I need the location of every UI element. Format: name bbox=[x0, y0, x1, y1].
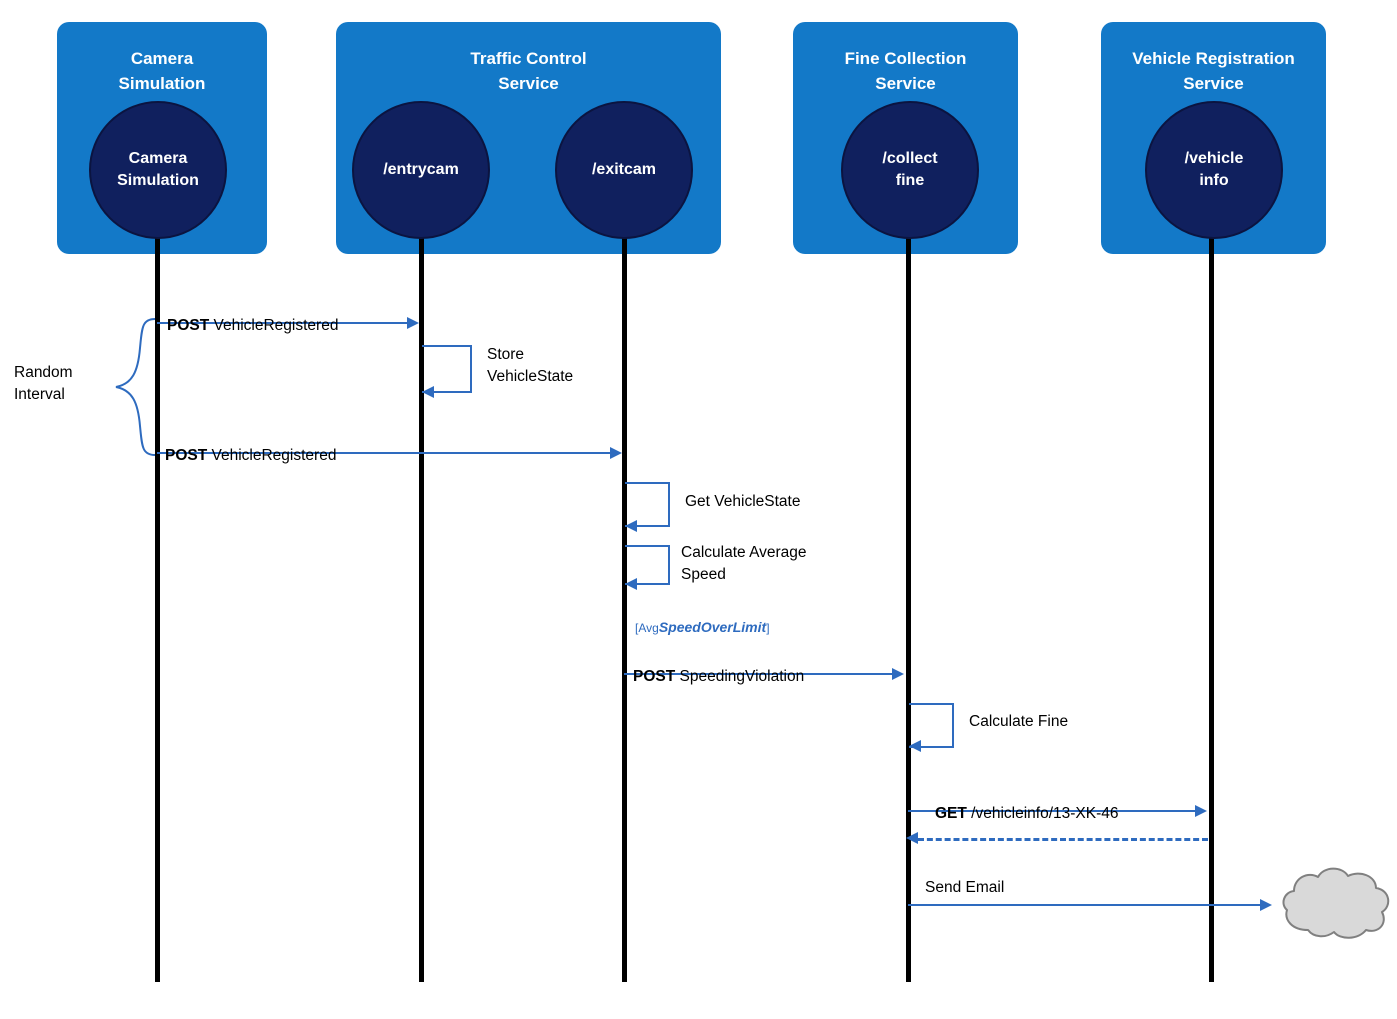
endpoint-label-entrycam: /entrycam bbox=[383, 161, 459, 178]
message-label-calculate-fine: Calculate Fine bbox=[969, 713, 1069, 730]
message-text-post-2: VehicleRegistered bbox=[207, 447, 337, 464]
message-line-get-vehicleinfo bbox=[908, 810, 1203, 812]
endpoint-label-vehicleinfo: /vehicle info bbox=[1184, 150, 1244, 189]
arrowhead-post-speedingviolation bbox=[892, 668, 904, 680]
service-title-vehicle-registration-service: Vehicle Registration Service bbox=[1132, 49, 1295, 93]
selfcall-get-vehiclestate bbox=[625, 482, 670, 527]
message-text-post-1: VehicleRegistered bbox=[209, 317, 339, 334]
endpoint-entrycam: /entrycam bbox=[352, 101, 490, 239]
message-text-post-3: SpeedingViolation bbox=[675, 668, 805, 685]
guard-open-bracket: [ bbox=[635, 621, 639, 635]
arrowhead-calculate-fine bbox=[909, 740, 921, 752]
message-line-post-speedingviolation bbox=[624, 673, 900, 675]
lifeline-vehicleinfo bbox=[1209, 212, 1214, 982]
endpoint-exitcam: /exitcam bbox=[555, 101, 693, 239]
selfcall-calculate-fine bbox=[909, 703, 954, 748]
lifeline-entrycam bbox=[419, 212, 424, 982]
cloud-shape bbox=[1282, 867, 1390, 939]
brace-random-interval bbox=[110, 316, 158, 458]
brace-icon bbox=[115, 318, 156, 456]
arrowhead-vehicleinfo-response bbox=[906, 832, 918, 844]
endpoint-label-exitcam: /exitcam bbox=[591, 161, 657, 178]
arrowhead-get-vehicleinfo bbox=[1195, 805, 1207, 817]
service-title-traffic-control-service: Traffic Control Service bbox=[470, 49, 587, 93]
message-label-post-speedingviolation: POST SpeedingViolation bbox=[633, 644, 804, 688]
guard-prefix: Avg bbox=[638, 621, 659, 635]
arrowhead-send-email bbox=[1260, 899, 1272, 911]
endpoint-label-collectfine: /collect fine bbox=[882, 150, 938, 189]
message-label-calculate-average-speed: Calculate Average Speed bbox=[681, 544, 807, 583]
arrowhead-post-vehicleregistered-entrycam bbox=[407, 317, 419, 329]
arrowhead-post-vehicleregistered-exitcam bbox=[610, 447, 622, 459]
message-verb-get: GET bbox=[935, 805, 967, 822]
brace-label-random-interval: Random Interval bbox=[14, 364, 73, 403]
guard-close-bracket: ] bbox=[766, 621, 770, 635]
message-verb-post-3: POST bbox=[633, 668, 676, 685]
message-text-get: /vehicleinfo/13-XK-46 bbox=[966, 805, 1119, 822]
message-line-vehicleinfo-response bbox=[918, 838, 1208, 841]
service-title-fine-collection-service: Fine Collection Service bbox=[844, 49, 967, 93]
message-label-post-vehicleregistered-entrycam: POST VehicleRegistered bbox=[167, 293, 338, 337]
message-line-send-email bbox=[908, 904, 1268, 906]
cloud-icon bbox=[1278, 864, 1396, 944]
message-verb-post-1: POST bbox=[167, 317, 210, 334]
selfcall-store-vehiclestate bbox=[422, 345, 472, 393]
endpoint-camera-simulation: Camera Simulation bbox=[89, 101, 227, 239]
arrowhead-calculate-average-speed bbox=[625, 578, 637, 590]
guard-body: SpeedOverLimit bbox=[658, 619, 767, 635]
service-title-camera-simulation: Camera Simulation bbox=[118, 49, 206, 93]
arrowhead-store-vehiclestate bbox=[422, 386, 434, 398]
endpoint-vehicleinfo: /vehicle info bbox=[1145, 101, 1283, 239]
selfcall-calculate-average-speed bbox=[625, 545, 670, 585]
endpoint-collectfine: /collect fine bbox=[841, 101, 979, 239]
message-label-send-email: Send Email bbox=[925, 879, 1005, 896]
guard-avgspeedoverlimit: [AvgSpeedOverLimit] bbox=[635, 619, 770, 635]
message-label-post-vehicleregistered-exitcam: POST VehicleRegistered bbox=[165, 423, 336, 467]
message-verb-post-2: POST bbox=[165, 447, 208, 464]
lifeline-camera-simulation bbox=[155, 212, 160, 982]
endpoint-label-camera-simulation: Camera Simulation bbox=[117, 150, 199, 189]
message-label-get-vehicleinfo: GET /vehicleinfo/13-XK-46 bbox=[935, 781, 1119, 825]
message-line-post-vehicleregistered-entrycam bbox=[157, 322, 415, 324]
message-line-post-vehicleregistered-exitcam bbox=[157, 452, 618, 454]
message-label-get-vehiclestate: Get VehicleState bbox=[685, 493, 801, 510]
message-label-store-vehiclestate: Store VehicleState bbox=[487, 346, 574, 385]
lifeline-collectfine bbox=[906, 212, 911, 982]
arrowhead-get-vehiclestate bbox=[625, 520, 637, 532]
lifeline-exitcam bbox=[622, 212, 627, 982]
